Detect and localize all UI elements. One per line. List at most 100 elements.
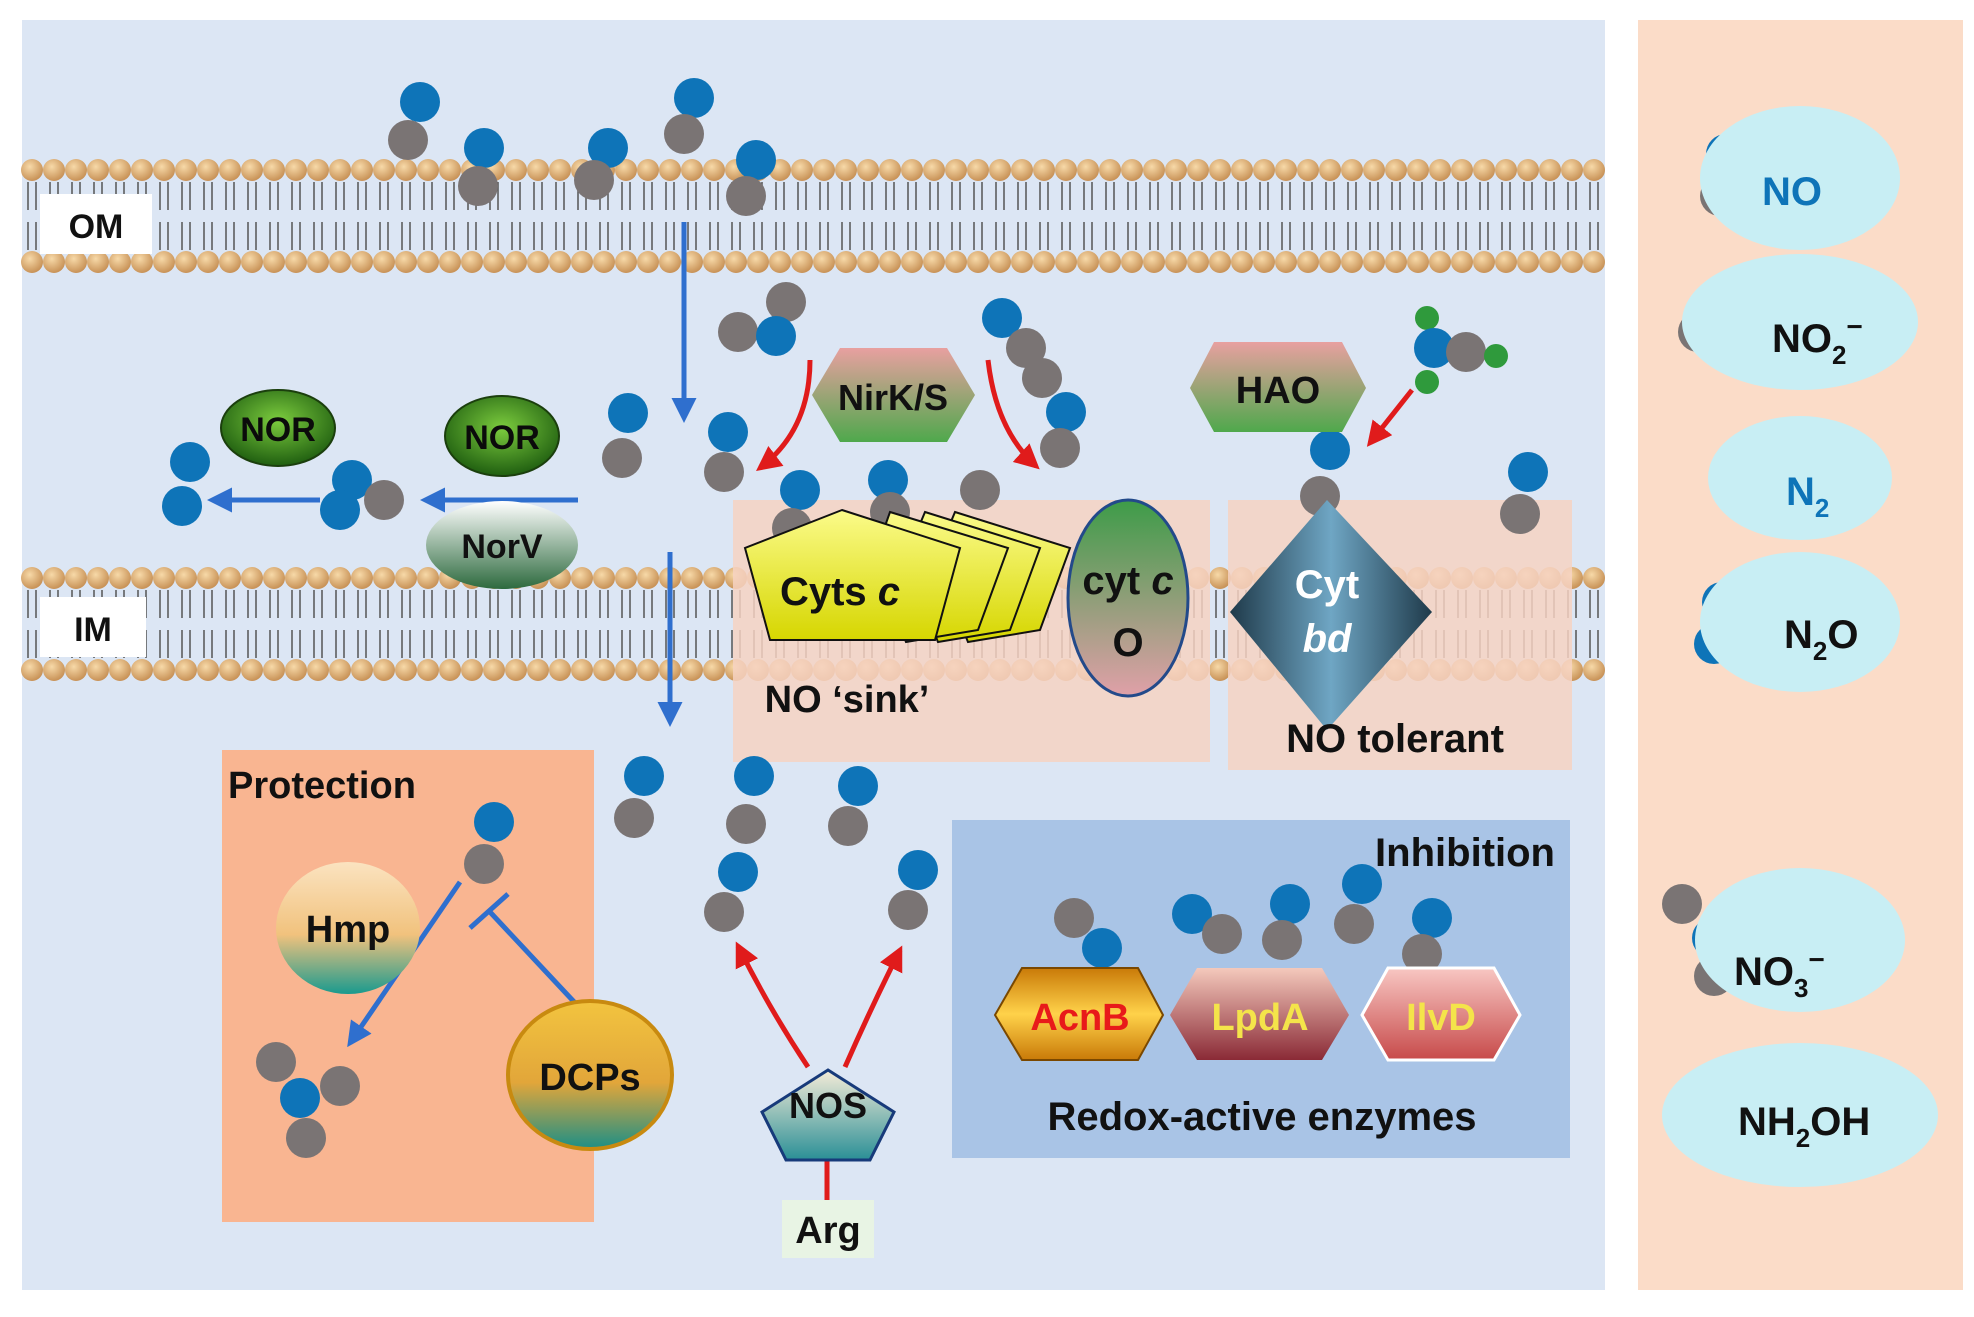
legend-n2o-label: N2O [1784, 613, 1858, 666]
lipid-head [109, 251, 131, 273]
nitrogen-atom [608, 393, 648, 433]
lipid-head [1495, 251, 1517, 273]
nitrogen-atom [320, 490, 360, 530]
hydrogen-atom [1484, 344, 1508, 368]
lipid-head [241, 159, 263, 181]
dcps-label: DCPs [539, 1057, 640, 1099]
im-label: IM [40, 597, 146, 657]
nitrogen-atom [1342, 864, 1382, 904]
lipid-head [1143, 251, 1165, 273]
legend-bubble-nh2oh [1662, 1043, 1938, 1187]
oxygen-atom [664, 114, 704, 154]
lipid-head [1209, 659, 1231, 681]
lipid-head [637, 159, 659, 181]
lipid-head [1385, 251, 1407, 273]
lipid-head [1165, 159, 1187, 181]
oxygen-atom [602, 438, 642, 478]
cyt-bd-enzyme[interactable]: Cyt bd [1230, 500, 1432, 730]
nitrogen-atom [674, 78, 714, 118]
lipid-head [43, 659, 65, 681]
lipid-head [1297, 159, 1319, 181]
lipid-head [219, 159, 241, 181]
oxygen-atom [458, 166, 498, 206]
lipid-head [1517, 251, 1539, 273]
oxygen-atom [960, 470, 1000, 510]
lipid-head [769, 251, 791, 273]
lpda-enzyme[interactable]: LpdA [1170, 968, 1349, 1060]
lipid-head [241, 659, 263, 681]
hao-enzyme[interactable]: HAO [1190, 342, 1366, 432]
nitrogen-atom [838, 766, 878, 806]
arg-substrate: Arg [782, 1200, 874, 1258]
lipid-head [1033, 251, 1055, 273]
lipid-head [571, 659, 593, 681]
cyt-co-line2: O [1112, 621, 1143, 665]
lipid-head [1363, 251, 1385, 273]
lipid-head [87, 567, 109, 589]
cyts-c-enzyme[interactable]: Cyts c [743, 508, 1072, 644]
lipid-head [1429, 159, 1451, 181]
lipid-head [307, 659, 329, 681]
no-sink-label: NO ‘sink’ [765, 679, 930, 721]
nor-left-label: NOR [240, 411, 316, 449]
nirks-enzyme[interactable]: NirK/S [812, 348, 975, 442]
lipid-head [65, 159, 87, 181]
lipid-head [373, 659, 395, 681]
lipid-head [1473, 251, 1495, 273]
nitrogen-atom [718, 852, 758, 892]
im-label-text: IM [74, 611, 112, 649]
lipid-head [1055, 159, 1077, 181]
lipid-head [813, 159, 835, 181]
lipid-head [1363, 159, 1385, 181]
nitrogen-atom [400, 82, 440, 122]
lipid-head [1561, 251, 1583, 273]
norv-enzyme[interactable]: NorV [426, 501, 578, 589]
lipid-head [109, 159, 131, 181]
lipid-head [703, 659, 725, 681]
lipid-head [329, 159, 351, 181]
lipid-head [615, 159, 637, 181]
oxygen-atom [320, 1066, 360, 1106]
lipid-head [527, 659, 549, 681]
lipid-head [1011, 251, 1033, 273]
lipid-head [945, 251, 967, 273]
nos-enzyme[interactable]: NOS [760, 1068, 896, 1162]
oxygen-atom [1402, 934, 1442, 974]
lipid-head [373, 251, 395, 273]
lipid-head [329, 251, 351, 273]
lipid-head [1539, 159, 1561, 181]
lipid-head [175, 251, 197, 273]
lipid-head [923, 159, 945, 181]
hmp-enzyme[interactable]: Hmp [276, 862, 420, 994]
lipid-head [1209, 251, 1231, 273]
nor-left-enzyme[interactable]: NOR [220, 389, 336, 467]
oxygen-atom [1040, 428, 1080, 468]
lipid-head [989, 159, 1011, 181]
hao-arrow [1366, 388, 1414, 447]
lipid-head [813, 251, 835, 273]
lipid-head [637, 567, 659, 589]
lipid-head [395, 567, 417, 589]
lipid-head [109, 659, 131, 681]
lipid-head [417, 659, 439, 681]
lipid-head [637, 659, 659, 681]
acnb-enzyme[interactable]: AcnB [993, 967, 1165, 1061]
lipid-head [395, 659, 417, 681]
cyt-bd-line2: bd [1303, 617, 1353, 661]
ilvd-enzyme[interactable]: IlvD [1360, 966, 1522, 1062]
lipid-head [351, 159, 373, 181]
dcps-enzyme[interactable]: DCPs [506, 999, 674, 1151]
cyt-co-enzyme[interactable]: cyt c O [1066, 498, 1190, 698]
oxygen-atom [256, 1042, 296, 1082]
lipid-head [901, 251, 923, 273]
oxygen-atom [1446, 332, 1486, 372]
lipid-head [351, 251, 373, 273]
lipid-head [417, 159, 439, 181]
nirks-label: NirK/S [838, 377, 948, 418]
legend-bubble-no2 [1682, 254, 1918, 390]
protection-box [222, 750, 594, 1222]
nor-right-enzyme[interactable]: NOR [444, 395, 560, 477]
nitrogen-atom [1412, 898, 1452, 938]
lipid-head [835, 159, 857, 181]
lipid-head [967, 251, 989, 273]
